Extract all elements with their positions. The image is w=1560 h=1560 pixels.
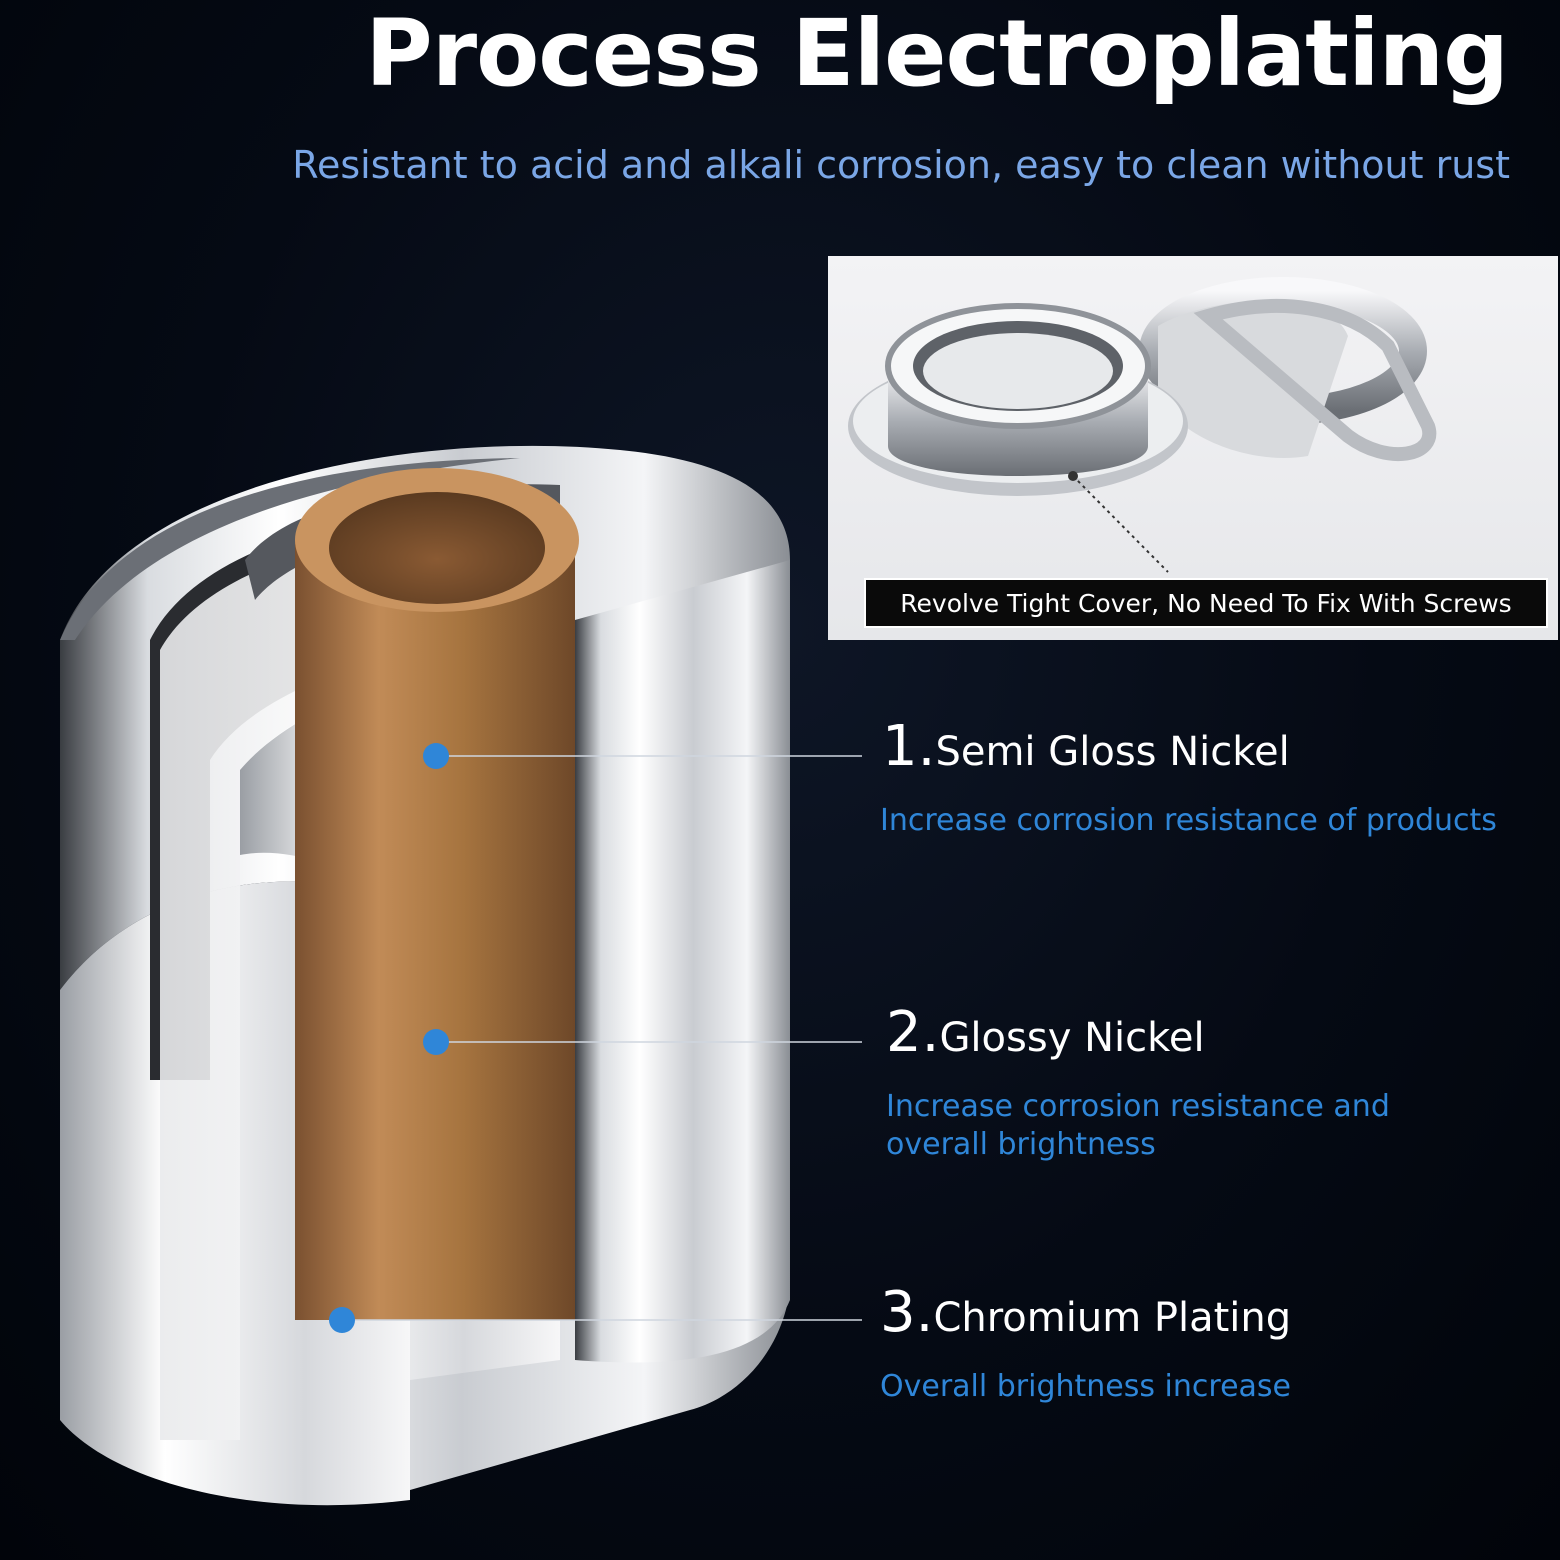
layer-3-name: Chromium Plating <box>933 1295 1292 1341</box>
layer-2-name: Glossy Nickel <box>939 1015 1205 1061</box>
inset-photo-panel: Revolve Tight Cover, No Need To Fix With… <box>828 256 1558 640</box>
layer-3-number: 3. <box>880 1280 934 1345</box>
inset-caption: Revolve Tight Cover, No Need To Fix With… <box>864 578 1548 628</box>
page-subtitle: Resistant to acid and alkali corrosion, … <box>292 143 1510 187</box>
marker-dot-2 <box>423 1029 449 1055</box>
marker-dot-3 <box>329 1307 355 1333</box>
layer-3-title: 3.Chromium Plating <box>880 1280 1291 1345</box>
layer-1-title: 1.Semi Gloss Nickel <box>882 714 1290 779</box>
layer-2-number: 2. <box>886 1000 940 1065</box>
copper-core <box>295 540 575 1320</box>
marker-dot-1 <box>423 743 449 769</box>
layer-1-name: Semi Gloss Nickel <box>935 729 1290 775</box>
layer-2-description-line-2: overall brightness <box>886 1127 1156 1162</box>
layer-1-description: Increase corrosion resistance of product… <box>880 803 1497 838</box>
layer-2-title: 2.Glossy Nickel <box>886 1000 1205 1065</box>
faucet-cover-picture <box>848 277 1437 573</box>
layer-1-number: 1. <box>882 714 936 779</box>
layer-3-description: Overall brightness increase <box>880 1369 1291 1404</box>
layer-2-description-line-1: Increase corrosion resistance and <box>886 1089 1390 1124</box>
page-title: Process Electroplating <box>365 0 1509 107</box>
